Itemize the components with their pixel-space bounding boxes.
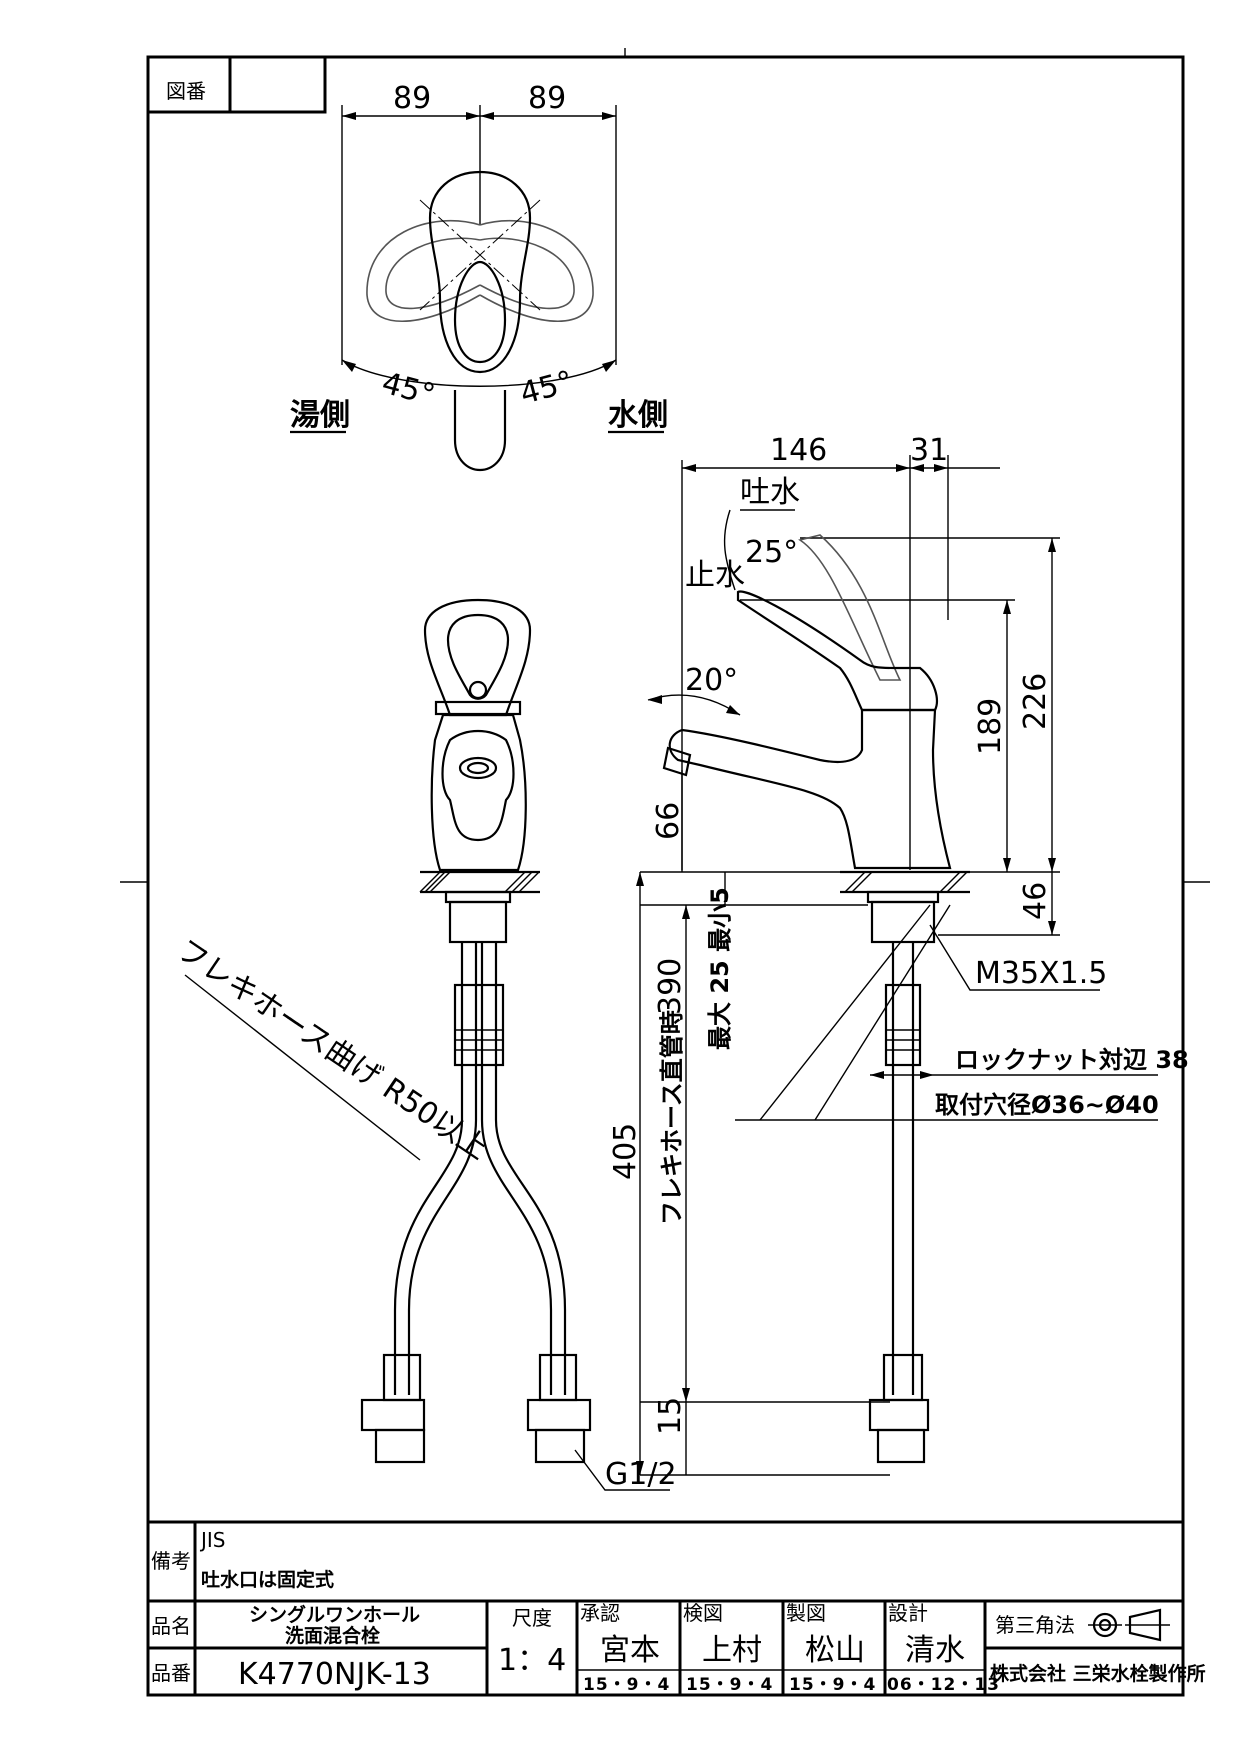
remarks-line2: 吐水口は固定式 — [201, 1568, 334, 1591]
remarks-label: 備考 — [151, 1549, 191, 1573]
drawing-number-box: 図番 — [148, 57, 327, 114]
mount-hole-label: 取付穴径Ø36~Ø40 — [935, 1091, 1159, 1119]
discharge-label: 吐水 — [740, 475, 800, 510]
design-name: 清水 — [905, 1633, 965, 1668]
dim-146: 146 — [770, 433, 827, 468]
drawing-frame — [120, 48, 1210, 1697]
dim-405: 405 — [608, 1123, 643, 1180]
scale-label: 尺度 — [512, 1606, 552, 1630]
angle-45-left: 45° — [378, 366, 438, 414]
dim-31: 31 — [910, 433, 948, 468]
hose-bend-label: フレキホース曲げ R50以上 — [171, 933, 495, 1167]
hot-side-label: 湯側 — [290, 398, 350, 433]
draw-label: 製図 — [786, 1601, 826, 1625]
lock-nut-label: ロックナット対辺 38 — [955, 1046, 1189, 1074]
projection-label: 第三角法 — [995, 1613, 1075, 1637]
stop-label: 止水 — [685, 558, 745, 593]
scale-value: 1：4 — [498, 1643, 566, 1678]
draw-date: 15・9・4 — [789, 1675, 876, 1695]
thread-m35: M35X1.5 — [975, 956, 1107, 991]
hose-straight-label: フレキホース直管時 — [658, 1010, 686, 1225]
name-line1: シングルワンホール — [249, 1603, 420, 1626]
check-label: 検図 — [683, 1601, 723, 1625]
angle-25: 25° — [745, 535, 798, 570]
approve-label: 承認 — [580, 1601, 620, 1625]
cold-side-label: 水側 — [608, 398, 668, 433]
dim-max-min: 最大 25 最小5 — [706, 887, 734, 1050]
check-name: 上村 — [702, 1633, 762, 1668]
name-label: 品名 — [151, 1614, 191, 1638]
code-label: 品番 — [151, 1661, 191, 1685]
third-angle-projection-icon — [1088, 1608, 1170, 1642]
dim-46: 46 — [1018, 882, 1053, 920]
dim-390: 390 — [653, 958, 688, 1015]
dim-226: 226 — [1018, 673, 1053, 730]
dim-66: 66 — [651, 802, 686, 840]
dim-15: 15 — [653, 1397, 688, 1435]
title-block: 備考 JIS 吐水口は固定式 品名 シングルワンホール 洗面混合栓 品番 K47… — [148, 1520, 1206, 1695]
dim-89-right: 89 — [528, 81, 566, 116]
remarks-line1: JIS — [199, 1528, 226, 1552]
angle-45-right: 45° — [516, 364, 576, 412]
company-name: 株式会社 三栄水栓製作所 — [990, 1662, 1206, 1685]
dim-89-left: 89 — [393, 81, 431, 116]
top-view: 89 89 45° 45° 湯側 水側 — [290, 81, 668, 472]
draw-name: 松山 — [805, 1633, 865, 1668]
drawing-number-label: 図番 — [166, 79, 206, 103]
name-line2: 洗面混合栓 — [285, 1624, 380, 1647]
design-date: 06・12・13 — [887, 1675, 1000, 1695]
front-view: G1/2 フレキホース曲げ R50以上 — [171, 598, 677, 1492]
check-date: 15・9・4 — [686, 1675, 773, 1695]
approve-date: 15・9・4 — [583, 1675, 670, 1695]
approve-name: 宮本 — [600, 1633, 660, 1668]
angle-20: 20° — [685, 663, 738, 698]
product-code: K4770NJK-13 — [238, 1657, 431, 1692]
dim-189: 189 — [973, 698, 1008, 755]
side-view: 146 31 吐水 止水 25° 189 226 20° 66 — [608, 433, 1189, 1476]
design-label: 設計 — [888, 1601, 928, 1625]
